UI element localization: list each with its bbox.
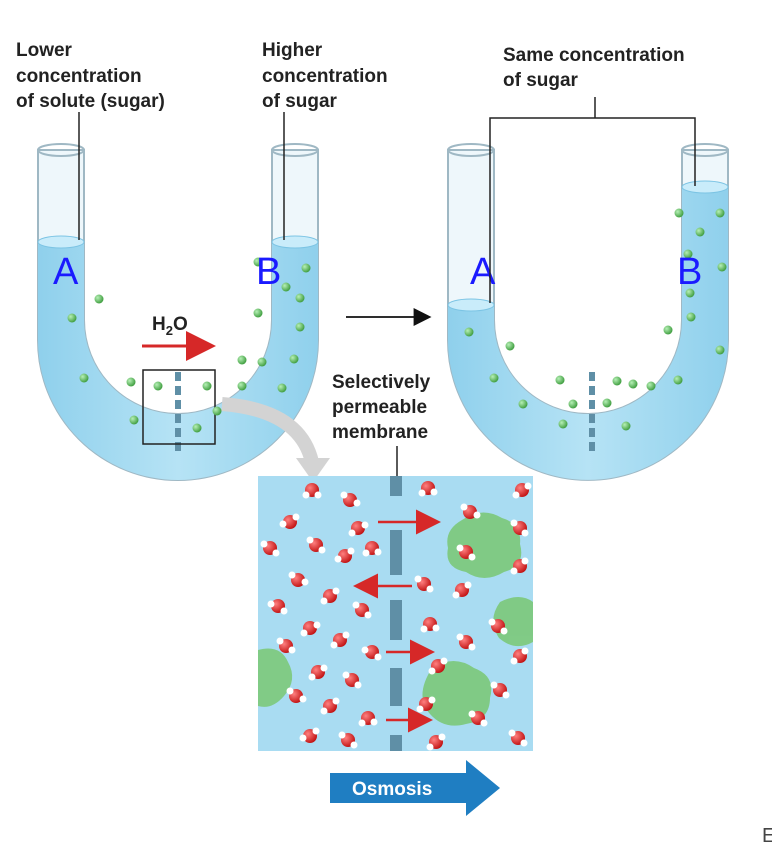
right-sugar-molecules [464, 208, 727, 431]
label-membrane-line2: permeable [332, 397, 427, 418]
label-higher-line3: of sugar [262, 91, 338, 112]
label-same-concentration: Same concentration [503, 45, 685, 66]
label-lower-concentration: Lower [16, 40, 73, 61]
leader-same [489, 117, 696, 303]
zoom-arrow [221, 397, 319, 464]
right-letter-a: A [470, 251, 496, 293]
water-molecules [260, 481, 532, 751]
label-membrane-line3: membrane [332, 422, 428, 443]
sugar-clusters [258, 512, 533, 726]
corner-fragment: E [762, 825, 772, 847]
label-lower-line3: of solute (sugar) [16, 91, 165, 112]
right-letter-b: B [677, 251, 702, 293]
left-letter-b: B [256, 251, 281, 293]
left-u-tube: H2O A B [37, 143, 319, 481]
right-u-tube: A B [447, 143, 729, 481]
h2o-label: H2O [152, 314, 188, 338]
label-same-line2: of sugar [503, 70, 579, 91]
zoom-arrow-head [296, 458, 330, 482]
label-membrane: Selectively [332, 372, 431, 393]
label-higher-line2: concentration [262, 66, 388, 87]
panel-arrows [353, 509, 441, 733]
label-lower-line2: concentration [16, 66, 142, 87]
membrane-segments [390, 476, 402, 751]
right-tube-water [448, 187, 728, 480]
label-higher-concentration: Higher [262, 40, 323, 61]
magnified-panel [258, 476, 533, 751]
osmosis-arrow: Osmosis [330, 760, 500, 816]
left-letter-a: A [53, 251, 79, 293]
left-tube-water [38, 242, 318, 480]
osmosis-label: Osmosis [352, 779, 432, 800]
